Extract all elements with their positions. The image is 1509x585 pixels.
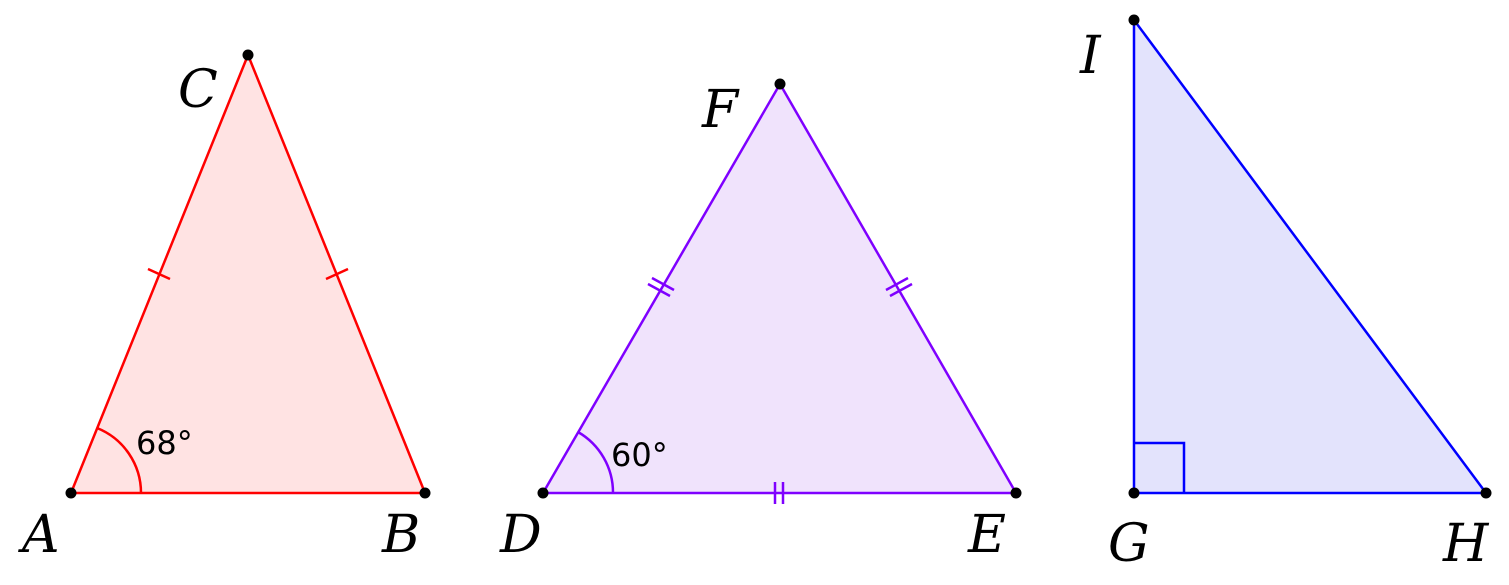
triangle-abc: 68° A B C (18, 49, 431, 565)
point-d (537, 487, 549, 499)
angle-arc-a (96, 426, 143, 494)
triangle-ghi-shape (1132, 18, 1488, 495)
vertex-label-f: F (701, 80, 740, 140)
angle-label-d: 60° (611, 436, 668, 474)
vertex-label-d: D (499, 505, 542, 565)
vertex-label-e: E (967, 505, 1006, 565)
point-i (1128, 14, 1140, 26)
triangle-def: 60° D E F (499, 78, 1022, 565)
triangle-def-shape (541, 82, 1018, 495)
angle-arc-d (577, 430, 615, 494)
point-g (1128, 487, 1140, 499)
tick-df (647, 276, 675, 298)
point-b (419, 487, 431, 499)
point-f (774, 78, 786, 90)
tick-ac (147, 267, 171, 281)
point-c (242, 49, 254, 61)
vertex-label-c: C (178, 60, 218, 120)
right-angle-marker-g (1134, 441, 1186, 493)
tick-ef (885, 276, 913, 298)
vertex-label-b: B (381, 505, 420, 565)
triangle-ghi: G H I (1079, 14, 1492, 574)
tick-de (773, 482, 785, 504)
point-a (65, 487, 77, 499)
point-e (1010, 487, 1022, 499)
vertex-label-i: I (1079, 26, 1102, 86)
triangle-abc-shape (69, 53, 427, 495)
tick-bc (325, 267, 349, 281)
point-h (1480, 487, 1492, 499)
vertex-label-h: H (1442, 514, 1490, 574)
angle-label-a: 68° (136, 424, 193, 462)
vertex-label-g: G (1108, 514, 1150, 574)
vertex-label-a: A (18, 505, 60, 565)
